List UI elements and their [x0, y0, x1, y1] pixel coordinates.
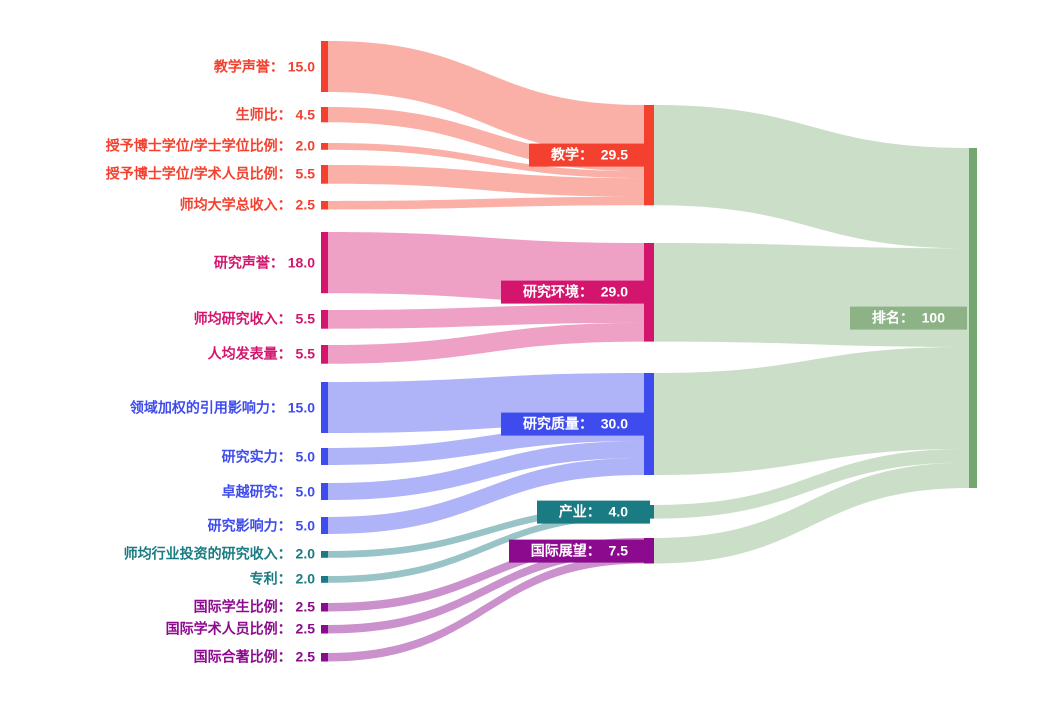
node-label-research_environment: 研究环境： 29.0	[500, 280, 650, 304]
sankey-node-research_excellence[interactable]	[321, 483, 328, 500]
sankey-link-research_quality-ranking[interactable]	[654, 346, 969, 475]
node-label-institutional_income: 师均大学总收入： 2.5	[179, 196, 315, 213]
node-label-research_excellence: 卓越研究： 5.0	[221, 483, 315, 500]
sankey-link-industry-ranking[interactable]	[654, 448, 969, 519]
sankey-link-teaching-ranking[interactable]	[654, 105, 969, 249]
node-label-research_influence: 研究影响力： 5.0	[207, 517, 315, 534]
node-label-research_reputation: 研究声誉： 18.0	[213, 254, 315, 271]
sankey-node-research_influence[interactable]	[321, 517, 328, 534]
node-label-intl_coauthorship: 国际合著比例： 2.5	[193, 648, 315, 665]
sankey-node-doctorate_staff_ratio[interactable]	[321, 165, 328, 184]
node-label-teaching: 教学： 29.5	[528, 143, 650, 167]
node-label-student_staff_ratio: 生师比： 4.5	[235, 106, 315, 123]
node-label-research_income: 师均研究收入： 5.5	[193, 310, 315, 327]
sankey-link-industry_income-industry[interactable]	[328, 505, 644, 558]
sankey-node-ranking[interactable]	[969, 148, 977, 488]
sankey-node-research_productivity[interactable]	[321, 345, 328, 364]
sankey-link-research_environment-ranking[interactable]	[654, 243, 969, 347]
sankey-link-international_outlook-ranking[interactable]	[654, 462, 969, 564]
node-label-research_quality: 研究质量： 30.0	[500, 412, 650, 436]
sankey-link-doctorate_bachelor_ratio-teaching[interactable]	[328, 143, 644, 179]
node-label-citation_impact: 领域加权的引用影响力： 15.0	[129, 399, 315, 416]
sankey-node-research_reputation[interactable]	[321, 232, 328, 294]
sankey-node-intl_staff[interactable]	[321, 625, 328, 634]
node-label-industry_income: 师均行业投资的研究收入： 2.0	[123, 545, 315, 562]
node-label-intl_staff: 国际学术人员比例： 2.5	[165, 620, 315, 637]
sankey-link-patents-industry[interactable]	[328, 511, 644, 583]
node-label-ranking: 排名： 100	[849, 306, 967, 330]
sankey-link-research_excellence-research_quality[interactable]	[328, 441, 644, 500]
sankey-node-teaching_reputation[interactable]	[321, 41, 328, 92]
sankey-node-doctorate_bachelor_ratio[interactable]	[321, 143, 328, 150]
sankey-link-intl_staff-international_outlook[interactable]	[328, 546, 644, 634]
sankey-link-intl_coauthorship-international_outlook[interactable]	[328, 555, 644, 662]
node-label-international_outlook: 国际展望： 7.5	[508, 539, 650, 563]
sankey-link-research_influence-research_quality[interactable]	[328, 458, 644, 534]
sankey-link-institutional_income-teaching[interactable]	[328, 196, 644, 210]
sankey-node-intl_coauthorship[interactable]	[321, 653, 328, 662]
sankey-node-intl_students[interactable]	[321, 603, 328, 612]
sankey-link-research_income-research_environment[interactable]	[328, 304, 644, 329]
sankey-link-research_productivity-research_environment[interactable]	[328, 322, 644, 364]
sankey-node-industry_income[interactable]	[321, 551, 328, 558]
node-label-doctorate_bachelor_ratio: 授予博士学位/学士学位比例： 2.0	[105, 137, 315, 154]
node-label-research_strength: 研究实力： 5.0	[221, 448, 315, 465]
node-label-patents: 专利： 2.0	[249, 570, 315, 587]
node-label-intl_students: 国际学生比例： 2.5	[193, 598, 315, 615]
sankey-node-citation_impact[interactable]	[321, 382, 328, 433]
sankey-link-intl_students-international_outlook[interactable]	[328, 538, 644, 612]
node-label-industry: 产业： 4.0	[536, 500, 650, 524]
node-label-doctorate_staff_ratio: 授予博士学位/学术人员比例： 5.5	[105, 165, 315, 182]
sankey-link-teaching_reputation-teaching[interactable]	[328, 41, 644, 156]
sankey-node-research_strength[interactable]	[321, 448, 328, 465]
sankey-node-patents[interactable]	[321, 576, 328, 583]
node-label-research_productivity: 人均发表量： 5.5	[207, 345, 315, 362]
sankey-node-institutional_income[interactable]	[321, 201, 328, 210]
sankey-node-research_income[interactable]	[321, 310, 328, 329]
sankey-node-student_staff_ratio[interactable]	[321, 107, 328, 123]
node-label-teaching_reputation: 教学声誉： 15.0	[213, 58, 315, 75]
sankey-link-doctorate_staff_ratio-teaching[interactable]	[328, 165, 644, 197]
